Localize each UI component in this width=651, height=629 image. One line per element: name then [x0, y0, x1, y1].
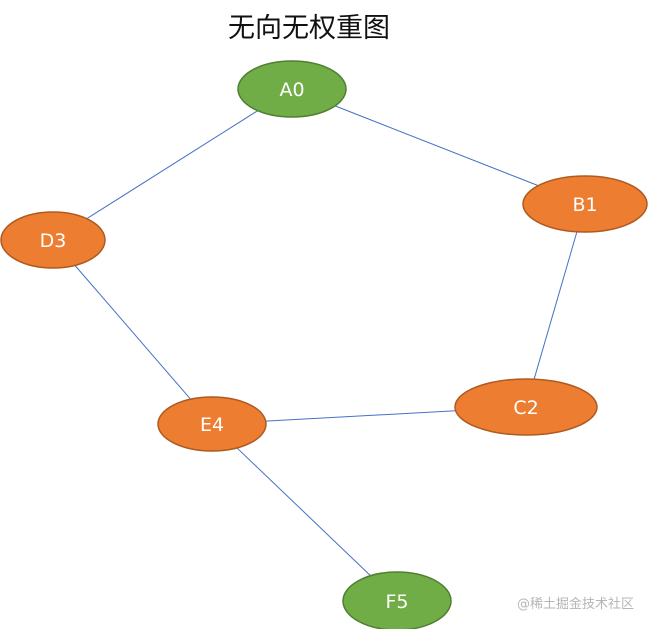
node-shape-f5: [342, 571, 452, 629]
node-label-f5: F5: [385, 591, 408, 613]
node-e4: E4: [157, 396, 267, 452]
edge-e4-f5: [236, 447, 371, 577]
node-shape-a0: [237, 60, 347, 118]
node-c2: C2: [454, 378, 598, 436]
node-shape-e4: [157, 396, 267, 452]
node-label-d3: D3: [40, 230, 67, 252]
node-shape-d3: [0, 211, 106, 269]
node-label-a0: A0: [279, 79, 304, 101]
node-d3: D3: [0, 211, 106, 269]
edge-c2-e4: [265, 410, 456, 422]
node-f5: F5: [342, 571, 452, 629]
edge-b1-c2: [533, 231, 578, 380]
edge-a0-d3: [86, 110, 259, 220]
node-shape-b1: [522, 175, 648, 233]
node-shape-c2: [454, 378, 598, 436]
edge-a0-b1: [334, 105, 539, 187]
edges-layer: [74, 105, 578, 577]
edge-d3-e4: [74, 265, 191, 400]
watermark-text: @稀土掘金技术社区: [517, 596, 634, 612]
node-label-e4: E4: [200, 414, 224, 436]
node-label-b1: B1: [572, 194, 597, 216]
node-b1: B1: [522, 175, 648, 233]
node-a0: A0: [237, 60, 347, 118]
node-label-c2: C2: [513, 397, 538, 419]
diagram-title: 无向无权重图: [228, 13, 390, 44]
